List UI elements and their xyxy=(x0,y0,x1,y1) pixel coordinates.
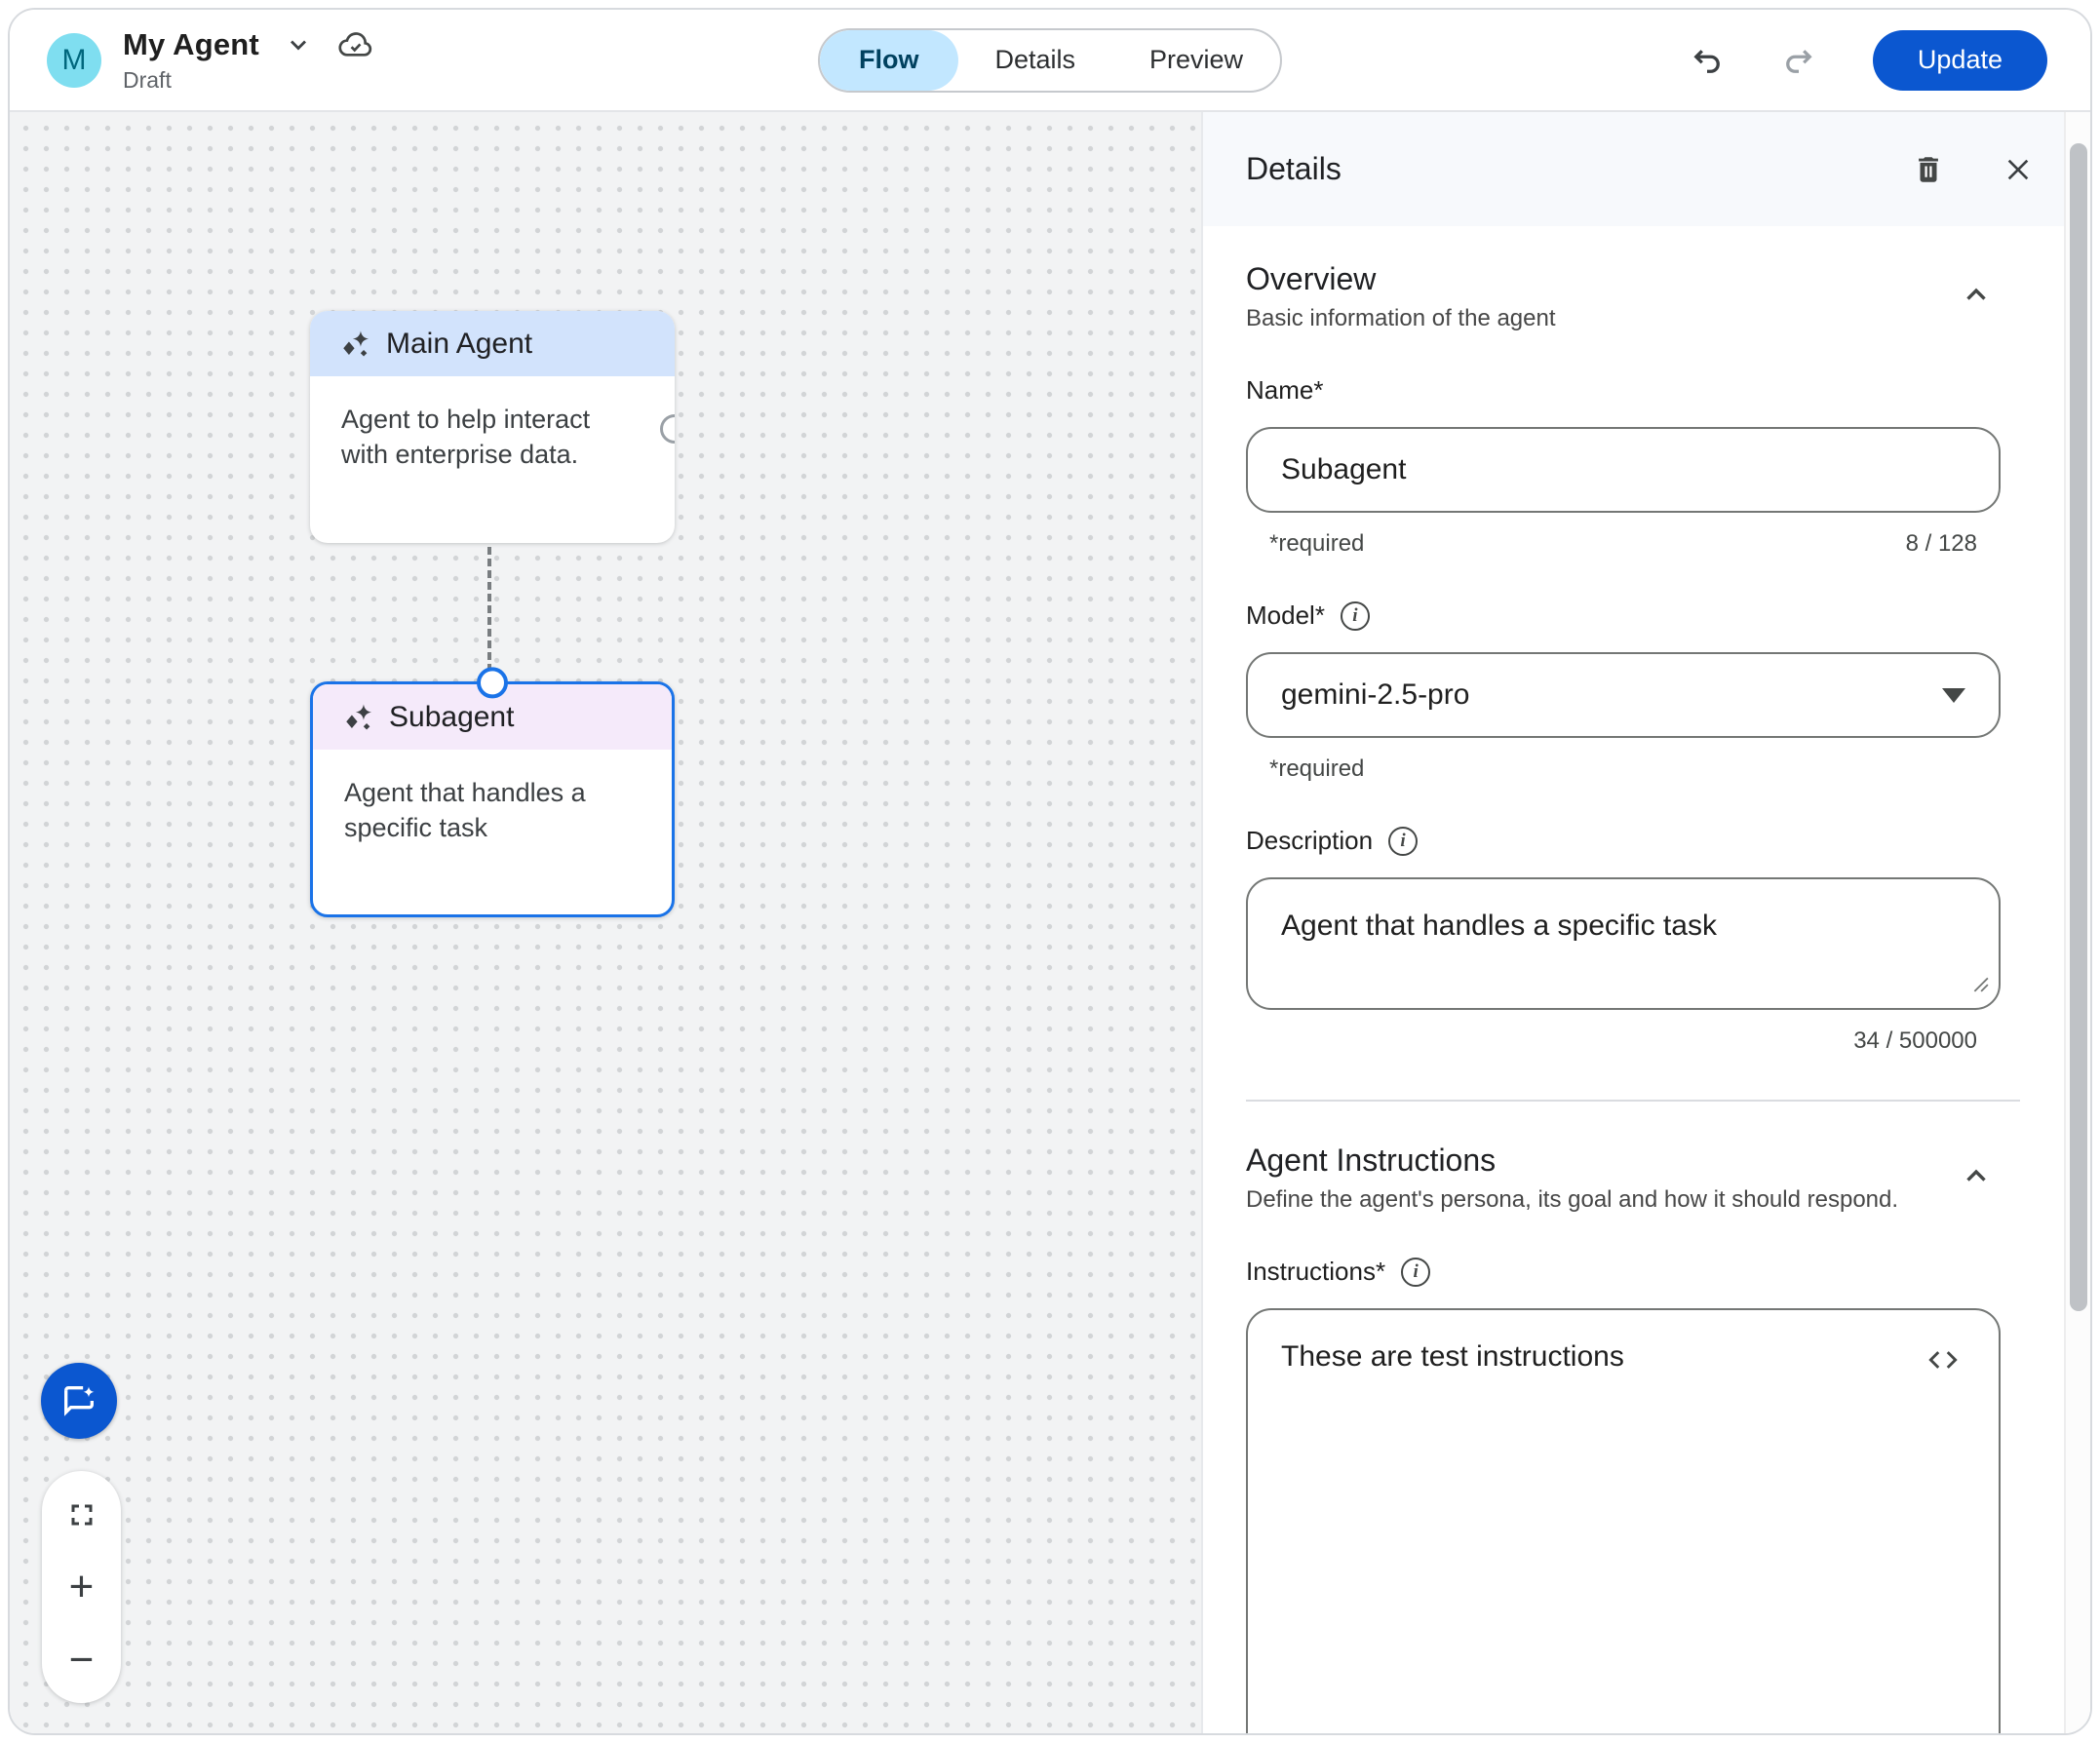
delete-node-button[interactable] xyxy=(1905,146,1952,193)
node-title: Subagent xyxy=(389,700,515,733)
view-tabs: Flow Details Preview xyxy=(817,27,1283,93)
overview-heading: Overview xyxy=(1246,261,1377,296)
instructions-section-header: Agent Instructions Define the agent's pe… xyxy=(1246,1143,2001,1214)
panel-scrollbar-thumb[interactable] xyxy=(2070,143,2087,1311)
avatar-letter: M xyxy=(61,43,87,76)
dropdown-caret-icon xyxy=(1942,687,1965,703)
flow-canvas[interactable]: Main Agent Agent to help interact with e… xyxy=(10,112,1201,1733)
undo-icon[interactable] xyxy=(1690,43,1725,78)
node-title: Main Agent xyxy=(386,327,533,360)
node-description: Agent to help interact with enterprise d… xyxy=(310,376,675,498)
model-info-icon[interactable]: i xyxy=(1340,600,1370,631)
close-panel-button[interactable] xyxy=(1995,146,2042,193)
model-select[interactable]: gemini-2.5-pro xyxy=(1246,652,2001,738)
chevron-down-icon[interactable] xyxy=(285,31,312,58)
agent-builder-window: M My Agent Draft Flo xyxy=(8,8,2092,1735)
edge-main-to-subagent xyxy=(487,547,491,672)
node-subagent[interactable]: Subagent Agent that handles a specific t… xyxy=(310,667,675,917)
description-label: Description xyxy=(1246,826,1374,855)
details-panel: Details Overview Basic information of th… xyxy=(1201,112,2090,1733)
node-main-agent-header: Main Agent xyxy=(310,311,675,376)
gemini-spark-icon xyxy=(342,701,375,734)
canvas-zoom-controls: + − xyxy=(42,1471,121,1703)
overview-subheading: Basic information of the agent xyxy=(1246,305,1556,331)
panel-title: Details xyxy=(1246,151,1342,186)
instructions-heading: Agent Instructions xyxy=(1246,1143,1497,1178)
section-divider xyxy=(1246,1100,2020,1102)
details-panel-header: Details xyxy=(1203,112,2090,226)
instructions-info-icon[interactable]: i xyxy=(1401,1257,1431,1287)
resize-handle-icon[interactable] xyxy=(1971,967,1989,1000)
instructions-label: Instructions* xyxy=(1246,1257,1386,1286)
cloud-done-icon xyxy=(337,26,374,63)
model-selected-value: gemini-2.5-pro xyxy=(1281,678,1470,711)
name-char-counter: 8 / 128 xyxy=(1905,530,1977,557)
instructions-subheading: Define the agent's persona, its goal and… xyxy=(1246,1186,1899,1213)
model-label: Model* xyxy=(1246,600,1325,630)
name-input[interactable] xyxy=(1246,427,2001,513)
feedback-button[interactable] xyxy=(41,1363,117,1439)
gemini-spark-icon xyxy=(339,328,372,361)
top-actions: Update xyxy=(1690,29,2047,91)
description-char-counter: 34 / 500000 xyxy=(1853,1027,1977,1054)
agent-brand: M My Agent Draft xyxy=(47,26,374,93)
tab-flow[interactable]: Flow xyxy=(819,29,958,91)
panel-scrollbar[interactable] xyxy=(2064,112,2090,1733)
node-output-port[interactable] xyxy=(660,414,675,444)
redo-icon[interactable] xyxy=(1781,43,1816,78)
description-textarea[interactable]: Agent that handles a specific task xyxy=(1246,877,2001,1010)
agent-name-title: My Agent xyxy=(123,27,259,62)
tab-details[interactable]: Details xyxy=(994,45,1075,74)
model-required-note: *required xyxy=(1269,755,1365,782)
update-button[interactable]: Update xyxy=(1872,29,2047,91)
node-description: Agent that handles a specific task xyxy=(313,750,672,872)
agent-title-block: My Agent Draft xyxy=(123,26,374,93)
top-bar: M My Agent Draft Flo xyxy=(10,10,2090,112)
description-value: Agent that handles a specific task xyxy=(1281,910,1717,942)
description-info-icon[interactable]: i xyxy=(1388,826,1419,856)
overview-section-header: Overview Basic information of the agent xyxy=(1246,261,2001,332)
node-input-port[interactable] xyxy=(477,667,508,699)
fit-screen-button[interactable] xyxy=(53,1486,111,1544)
details-panel-content: Overview Basic information of the agent … xyxy=(1203,226,2090,1733)
tab-preview[interactable]: Preview xyxy=(1149,45,1244,74)
zoom-out-button[interactable]: − xyxy=(53,1631,111,1689)
collapse-overview-icon[interactable] xyxy=(1952,271,2001,323)
name-label: Name* xyxy=(1246,375,1324,405)
name-required-note: *required xyxy=(1269,530,1365,557)
node-main-agent[interactable]: Main Agent Agent to help interact with e… xyxy=(310,311,675,543)
avatar: M xyxy=(47,32,101,88)
collapse-instructions-icon[interactable] xyxy=(1952,1152,2001,1204)
zoom-in-button[interactable]: + xyxy=(53,1558,111,1616)
chat-sparkle-icon xyxy=(59,1381,98,1420)
code-view-icon[interactable] xyxy=(1921,1337,1965,1385)
status-badge: Draft xyxy=(123,67,172,94)
instructions-value: These are test instructions xyxy=(1281,1340,1624,1373)
instructions-textarea[interactable]: These are test instructions xyxy=(1246,1308,2001,1733)
